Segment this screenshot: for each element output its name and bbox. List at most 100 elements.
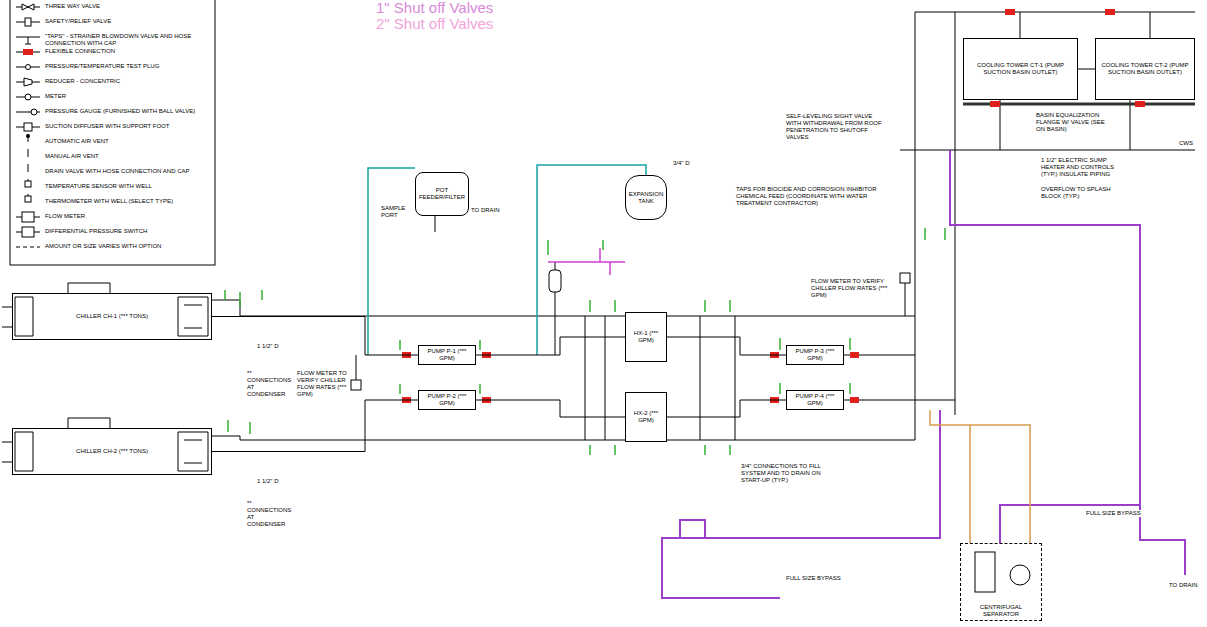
equipment-box: COOLING TOWER CT-2 (PUMP SUCTION BASIN O…: [1095, 38, 1195, 100]
legend-text: METER: [45, 93, 66, 99]
piping-note: ** CONNECTIONS AT CONDENSER: [246, 370, 294, 398]
suction-diffuser-symbol: [24, 123, 32, 131]
legend-text: FLOW METER: [45, 213, 85, 219]
piping-note: 3/4" D: [672, 160, 690, 167]
piping-note: SELF-LEVELING SIGHT VALVE WITH WITHDRAWA…: [785, 113, 887, 141]
chiller-dome: [68, 283, 110, 428]
equipment-label: HX-2 (*** GPM): [628, 410, 664, 424]
legend-entry: METER: [45, 93, 211, 100]
equipment-label: PUMP P-4 (*** GPM): [789, 393, 841, 407]
equipment-box: COOLING TOWER CT-1 (PUMP SUCTION BASIN O…: [963, 38, 1078, 100]
pipe-connector: [667, 337, 786, 355]
equipment-label: PUMP P-1 (*** GPM): [421, 348, 473, 362]
legend-text: THERMOMETER WITH WELL (SELECT TYPE): [45, 198, 173, 204]
legend-entry: AUTOMATIC AIR VENT: [45, 138, 211, 145]
separator-pipe: [930, 410, 1030, 543]
flow-meter-box: [351, 380, 361, 390]
pipe-connector: [1078, 69, 1095, 70]
legend-text: FLEXIBLE CONNECTION: [45, 48, 115, 54]
pipe-connector: [476, 400, 625, 417]
equipment-box: CHILLER CH-1 (*** TONS): [12, 293, 212, 340]
equipment-box: CENTRIFUGAL SEPARATOR: [960, 543, 1042, 621]
equipment-label: COOLING TOWER CT-1 (PUMP SUCTION BASIN O…: [966, 62, 1075, 76]
legend-entry: MANUAL AIR VENT: [45, 153, 211, 160]
legend-entry: THERMOMETER WITH WELL (SELECT TYPE): [45, 198, 211, 205]
equipment-label: CHILLER CH-1 (*** TONS): [75, 313, 149, 320]
sensor-symbol: [25, 181, 31, 187]
legend-text: SAFETY/RELIEF VALVE: [45, 18, 111, 24]
piping-note: FLOW METER TO VERIFY CHILLER FLOW RATES …: [296, 370, 350, 398]
piping-note: TAPS FOR BIOCIDE AND CORROSION INHIBITOR…: [735, 186, 902, 207]
chiller-stubs: [2, 305, 202, 463]
relief-valve-symbol: [25, 18, 31, 26]
air-separator: [549, 270, 561, 292]
flexible-connections: [402, 12, 1145, 400]
piping-note: OVERFLOW TO SPLASH BLOCK (TYP.): [1040, 186, 1122, 200]
legend-text: THREE WAY VALVE: [45, 3, 100, 9]
dp-switch-symbol: [22, 227, 34, 237]
flow-meter-symbol: [22, 212, 34, 222]
legend-entry: DIFFERENTIAL PRESSURE SWITCH: [45, 228, 211, 235]
piping-note: ** CONNECTIONS AT CONDENSER: [246, 500, 294, 528]
piping-note: TO DRAIN: [1168, 582, 1199, 589]
tap-symbol: [25, 37, 31, 44]
legend-entry: TEMPERATURE SENSOR WITH WELL: [45, 183, 211, 190]
equipment-label: POT FEEDER/FILTER: [418, 187, 466, 201]
chiller-heads: [15, 297, 208, 471]
equipment-label: CHILLER CH-2 (*** TONS): [75, 448, 149, 455]
legend-text: SUCTION DIFFUSER WITH SUPPORT FOOT: [45, 123, 169, 129]
legend-entry: FLEXIBLE CONNECTION: [45, 48, 211, 55]
equipment-box: PUMP P-4 (*** GPM): [786, 390, 844, 410]
legend-entry: SUCTION DIFFUSER WITH SUPPORT FOOT: [45, 123, 211, 130]
legend-text: REDUCER - CONCENTRIC: [45, 78, 120, 84]
equipment-label: COOLING TOWER CT-2 (PUMP SUCTION BASIN O…: [1098, 62, 1192, 76]
equipment-box: HX-2 (*** GPM): [625, 392, 667, 442]
piping-note: 1 1/2" D: [256, 343, 279, 350]
piping-note: BASIN EQUALIZATION FLANGE W/ VALVE (SEE …: [1035, 112, 1109, 133]
three-way-valve-symbol: [22, 4, 34, 10]
piping-note: FULL SIZE BYPASS: [785, 575, 842, 582]
pipe-connector: [212, 400, 418, 452]
legend-entry: AMOUNT OR SIZE VARIES WITH OPTION: [45, 243, 211, 250]
legend-text: TEMPERATURE SENSOR WITH WELL: [45, 183, 152, 189]
legend-entry: FLOW METER: [45, 213, 211, 220]
pressure-gauge-symbol: [31, 109, 37, 115]
equipment-box: CHILLER CH-2 (*** TONS): [12, 428, 212, 475]
test-plug-symbol: [26, 65, 31, 70]
meter-symbol: [25, 94, 31, 100]
valve-size-note: 2" Shut off Valves: [375, 16, 494, 32]
legend-entry: "TAPS" - STRAINER BLOWDOWN VALVE AND HOS…: [45, 33, 211, 47]
legend-text: AUTOMATIC AIR VENT: [45, 138, 109, 144]
equipment-box: HX-1 (*** GPM): [625, 312, 667, 362]
bypass-pipe: [662, 150, 1185, 598]
makeup-pipe: [368, 165, 646, 355]
piping-note: TO DRAIN: [470, 207, 501, 214]
equipment-label: PUMP P-2 (*** GPM): [421, 393, 473, 407]
pipe-connector: [667, 400, 786, 417]
legend-dash-symbol: [16, 247, 40, 248]
equipment-label: CENTRIFUGAL SEPARATOR: [963, 604, 1039, 618]
equipment-box: PUMP P-1 (*** GPM): [418, 345, 476, 365]
legend-entry: DRAIN VALVE WITH HOSE CONNECTION AND CAP: [45, 168, 211, 175]
legend-text: DIFFERENTIAL PRESSURE SWITCH: [45, 228, 147, 234]
separator-vessel: [975, 552, 995, 592]
shutoff-valve-marks: [225, 228, 945, 455]
piping-note: FLOW METER TO VERIFY CHILLER FLOW RATES …: [810, 278, 894, 299]
separator-pump: [1010, 565, 1030, 585]
reducer-symbol: [24, 78, 32, 86]
legend-text: DRAIN VALVE WITH HOSE CONNECTION AND CAP: [45, 168, 189, 174]
legend-entry: REDUCER - CONCENTRIC: [45, 78, 211, 85]
equipment-box: EXPANSION TANK: [625, 175, 667, 220]
equipment-box: PUMP P-2 (*** GPM): [418, 390, 476, 410]
legend-entry: PRESSURE/TEMPERATURE TEST PLUG: [45, 63, 211, 70]
legend-text: AMOUNT OR SIZE VARIES WITH OPTION: [45, 243, 161, 249]
legend-text: PRESSURE/TEMPERATURE TEST PLUG: [45, 63, 159, 69]
piping-note: FULL SIZE BYPASS: [1085, 510, 1142, 517]
equipment-label: HX-1 (*** GPM): [628, 330, 664, 344]
piping-note: 3/4" CONNECTIONS TO FILL SYSTEM AND TO D…: [740, 463, 822, 484]
thermometer-symbol: [25, 196, 31, 202]
equipment-box: PUMP P-3 (*** GPM): [786, 345, 844, 365]
equipment-box: POT FEEDER/FILTER: [415, 172, 469, 216]
pipe-connector: [476, 337, 625, 355]
